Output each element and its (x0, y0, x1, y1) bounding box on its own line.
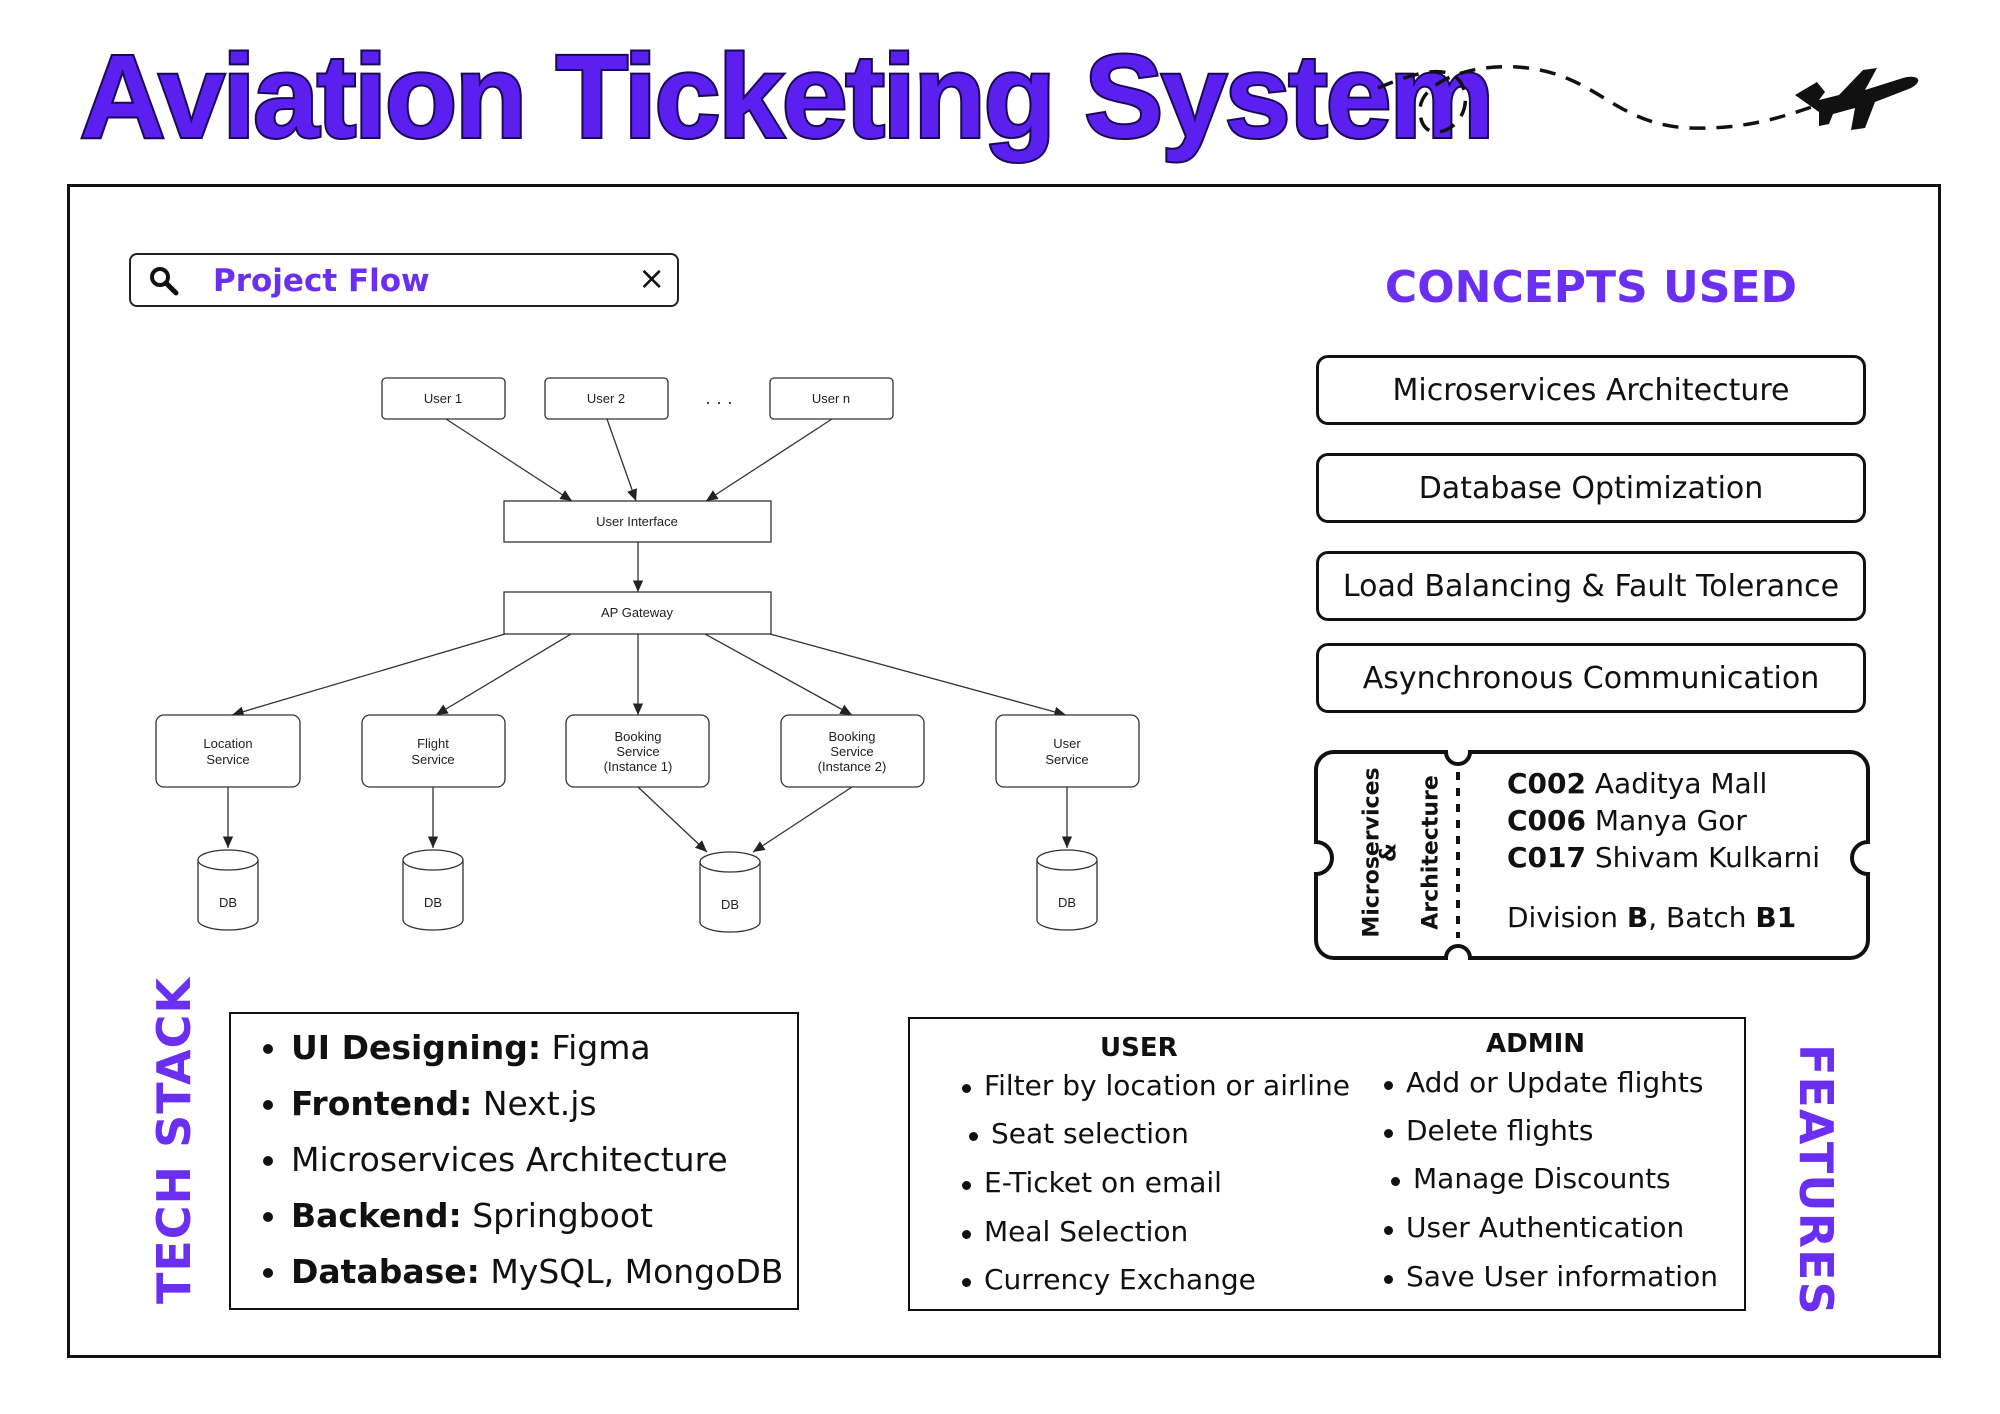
service-label: Service (206, 752, 249, 767)
service-label: (Instance 2) (818, 759, 887, 774)
service-node (995, 714, 1140, 788)
tech-item: Database: MySQL, MongoDB (262, 1252, 784, 1291)
user-feature-item: Filter by location or airline (961, 1069, 1351, 1102)
team-ticket (1314, 750, 1870, 960)
user-feature-item: Meal Selection (961, 1215, 1189, 1248)
user-label: User 2 (587, 391, 625, 406)
database-icon (699, 851, 761, 933)
concept-item: Asynchronous Communication (1316, 643, 1866, 713)
service-node (361, 714, 506, 788)
ticket-subject: Architecture (1418, 775, 1444, 930)
concept-item: Database Optimization (1316, 453, 1866, 523)
service-label: (Instance 1) (604, 759, 673, 774)
team-member: C017 Shivam Kulkarni (1507, 841, 1821, 874)
ui-label: User Interface (596, 514, 678, 529)
service-label: Service (616, 744, 659, 759)
user-node (544, 377, 669, 420)
tech-stack-title: TECH STACK (147, 976, 201, 1304)
service-label: Service (411, 752, 454, 767)
service-label: Service (1045, 752, 1088, 767)
db-label: DB (424, 895, 442, 910)
page-title: Aviation Ticketing System (78, 31, 1496, 163)
user-feature-item: Currency Exchange (962, 1263, 1256, 1296)
user-interface-node (503, 500, 772, 543)
features-title: FEATURES (1789, 1044, 1843, 1316)
gateway-label: AP Gateway (601, 605, 674, 620)
concept-item: Microservices Architecture (1316, 355, 1866, 425)
tech-item: Microservices Architecture (263, 1140, 728, 1179)
user-features-heading: USER (1100, 1033, 1178, 1063)
division-batch: Division B, Batch B1 (1507, 901, 1797, 934)
admin-features-heading: ADMIN (1486, 1029, 1586, 1059)
admin-feature-item: Delete flights (1383, 1114, 1594, 1147)
main-frame (67, 184, 1941, 1358)
user-label: User 1 (424, 391, 462, 406)
db-label: DB (721, 897, 739, 912)
user-node (381, 377, 506, 420)
service-label: Flight (417, 736, 449, 751)
service-label: Service (830, 744, 873, 759)
database-icon (1036, 849, 1098, 931)
service-label: User (1053, 736, 1081, 751)
service-node (155, 714, 301, 788)
admin-feature-item: User Authentication (1383, 1211, 1685, 1244)
admin-feature-item: Save User information (1384, 1260, 1718, 1293)
api-gateway-node (503, 591, 772, 635)
admin-feature-item: Manage Discounts (1391, 1162, 1671, 1195)
concept-item: Load Balancing & Fault Tolerance (1316, 551, 1866, 621)
db-label: DB (1058, 895, 1076, 910)
ticket-subject: & (1376, 842, 1402, 863)
tech-item: Frontend: Next.js (263, 1084, 597, 1123)
service-label: Booking (615, 729, 662, 744)
features-box: USER ADMIN Filter by location or airline… (908, 1017, 1746, 1311)
db-label: DB (219, 895, 237, 910)
user-feature-item: Seat selection (969, 1117, 1189, 1150)
user-label: User n (812, 391, 850, 406)
database-icon (402, 849, 464, 931)
admin-feature-item: Add or Update flights (1383, 1066, 1704, 1099)
service-label: Booking (829, 729, 876, 744)
user-feature-item: E-Ticket on email (962, 1166, 1222, 1199)
close-icon[interactable]: × (638, 259, 665, 297)
database-icon (197, 849, 259, 931)
tech-stack-box: UI Designing: Figma Frontend: Next.js Mi… (229, 1012, 799, 1310)
airplane-icon (1795, 68, 1919, 130)
team-member: C002 Aaditya Mall (1507, 767, 1768, 800)
tech-item: UI Designing: Figma (263, 1028, 651, 1067)
search-icon (150, 267, 179, 296)
user-node (769, 377, 894, 420)
concepts-title: CONCEPTS USED (1384, 262, 1798, 313)
team-member: C006 Manya Gor (1507, 804, 1747, 837)
tech-item: Backend: Springboot (263, 1196, 653, 1235)
service-node (565, 714, 710, 788)
search-label: Project Flow (213, 263, 430, 299)
service-node (780, 714, 925, 788)
ellipsis: · · · (705, 392, 733, 412)
project-flow-searchbar[interactable]: Project Flow × (129, 253, 679, 307)
service-label: Location (203, 736, 252, 751)
flight-path-decoration (1377, 65, 1919, 134)
